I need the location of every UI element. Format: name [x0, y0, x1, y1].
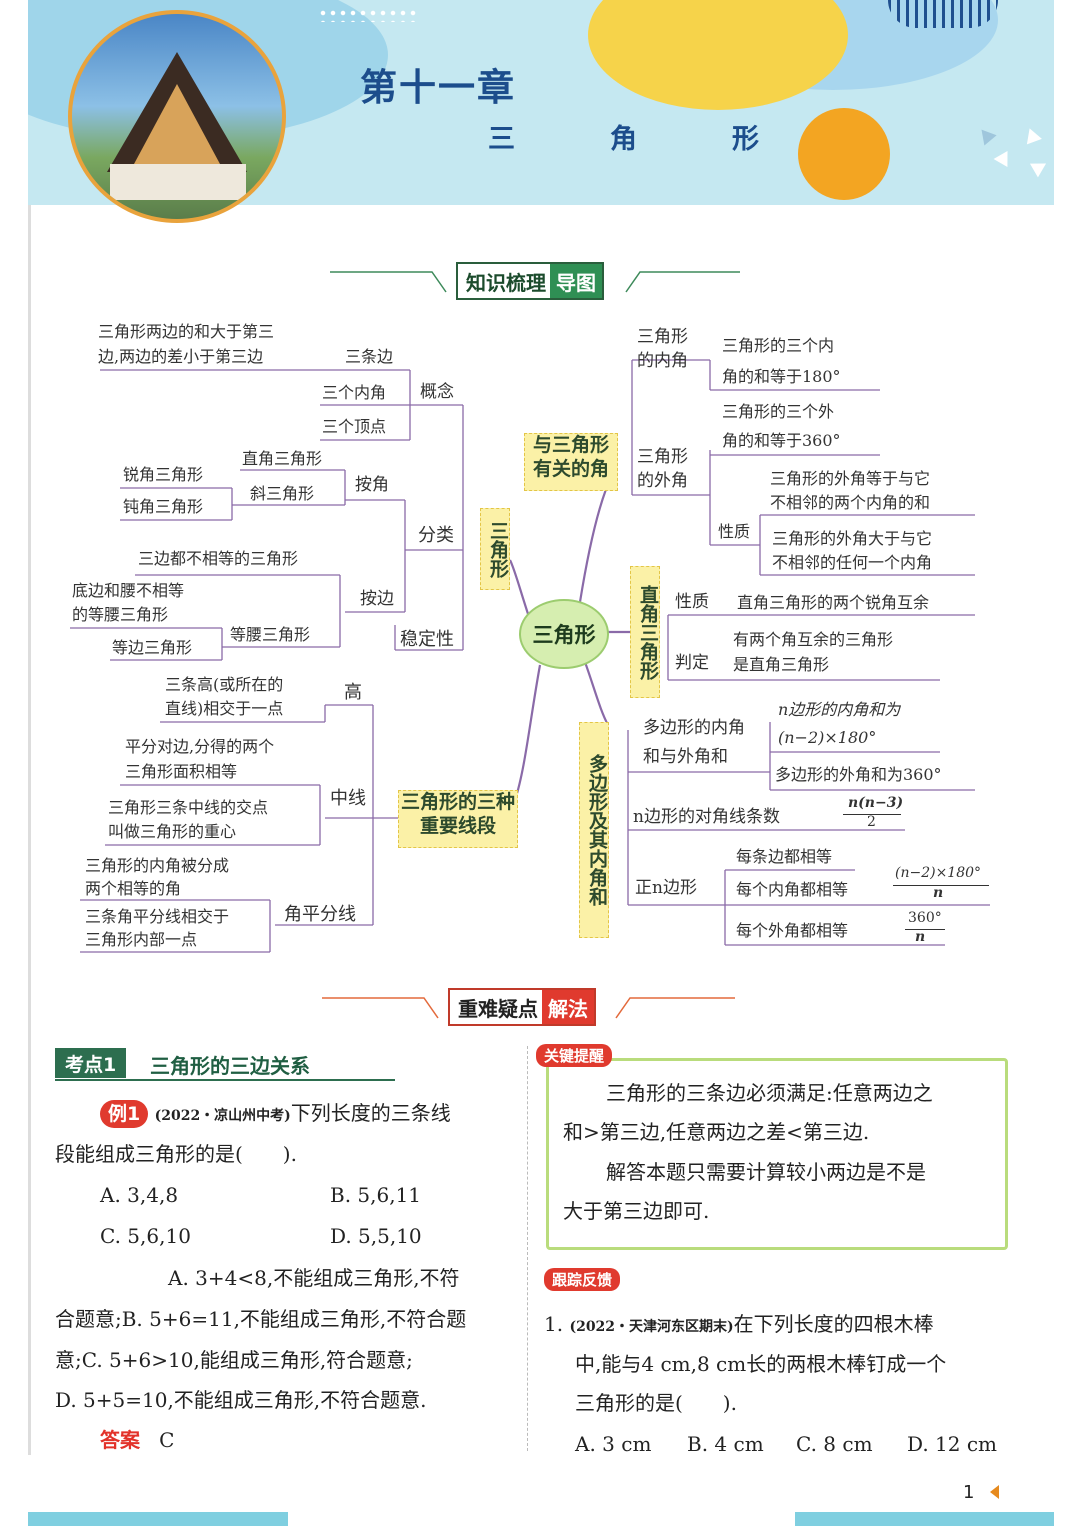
node-interior-angles: 三个内角	[322, 383, 387, 402]
option-c: C. 5,6,10	[100, 1224, 191, 1248]
mindmap-center: 三角形	[519, 599, 609, 669]
kaodian-tag: 考点1	[55, 1048, 127, 1078]
branch-polygon: 多边形及其内角和	[579, 722, 609, 938]
node-sides: 三条边	[345, 347, 394, 366]
fb-option-a: A. 3 cm	[575, 1432, 652, 1456]
feedback-tag: 跟踪反馈	[544, 1268, 621, 1291]
node-by-side: 按边	[360, 589, 394, 609]
node-acute: 锐角三角形	[123, 465, 204, 484]
branch-three-lines: 三角形的三种重要线段	[398, 790, 518, 848]
fb-option-d: D. 12 cm	[907, 1432, 998, 1456]
branch-right-triangle: 直角三角形	[630, 566, 660, 698]
decor-circle	[798, 108, 890, 200]
node-regular-polygon: 正n边形	[635, 878, 697, 898]
fb-option-c: C. 8 cm	[796, 1432, 873, 1456]
chapter-number: 第十一章	[360, 66, 516, 109]
option-b: B. 5,6,11	[330, 1183, 422, 1207]
node-rt-judge: 判定	[675, 653, 709, 673]
section-mindmap-title: 知识梳理 导图	[456, 262, 604, 300]
answer-line: 答案 C	[100, 1428, 175, 1452]
section-methods-title: 重难疑点 解法	[448, 988, 596, 1026]
node-isosceles: 等腰三角形	[230, 625, 311, 644]
node-scalene: 三边都不相等的三角形	[138, 549, 299, 568]
node-right-tri: 直角三角形	[242, 449, 323, 468]
node-classify: 分类	[418, 525, 454, 546]
kaodian-title: 三角形的三边关系	[150, 1054, 310, 1078]
fb-option-b: B. 4 cm	[687, 1432, 764, 1456]
node-median: 中线	[330, 788, 366, 809]
node-stability: 稳定性	[400, 629, 454, 650]
node-bisector: 角平分线	[284, 904, 356, 925]
node-equilateral: 等边三角形	[112, 638, 193, 657]
branch-sanjiaoxing: 三角形	[480, 508, 510, 590]
node-rt-property: 性质	[675, 592, 709, 612]
option-a: A. 3,4,8	[100, 1183, 179, 1207]
node-outer-property: 性质	[718, 522, 751, 541]
tip-box	[546, 1058, 1008, 1250]
branch-angles: 与三角形有关的角	[524, 433, 618, 491]
a-frame-house-photo	[68, 10, 286, 223]
node-oblique: 斜三角形	[250, 484, 315, 503]
node-obtuse: 钝角三角形	[123, 497, 204, 516]
node-height: 高	[344, 682, 362, 703]
feedback-question: 1. (2022・天津河东区期末)在下列长度的四根木棒	[544, 1312, 934, 1336]
page-arrow-icon	[990, 1485, 999, 1499]
page-number: 1	[963, 1482, 975, 1503]
node-diagonals: n边形的对角线条数	[633, 807, 780, 827]
example-stem: 例1 (2022・凉山州中考)下列长度的三条线	[100, 1093, 451, 1136]
node-concept: 概念	[420, 382, 454, 402]
chapter-title: 三 角 形	[488, 124, 793, 155]
node-vertices: 三个顶点	[322, 417, 387, 436]
answer-value: C	[159, 1428, 175, 1452]
node-by-angle: 按角	[355, 475, 389, 495]
option-d: D. 5,5,10	[330, 1224, 422, 1248]
example-tag: 例1	[100, 1100, 149, 1128]
tip-tag: 关键提醒	[536, 1044, 613, 1067]
